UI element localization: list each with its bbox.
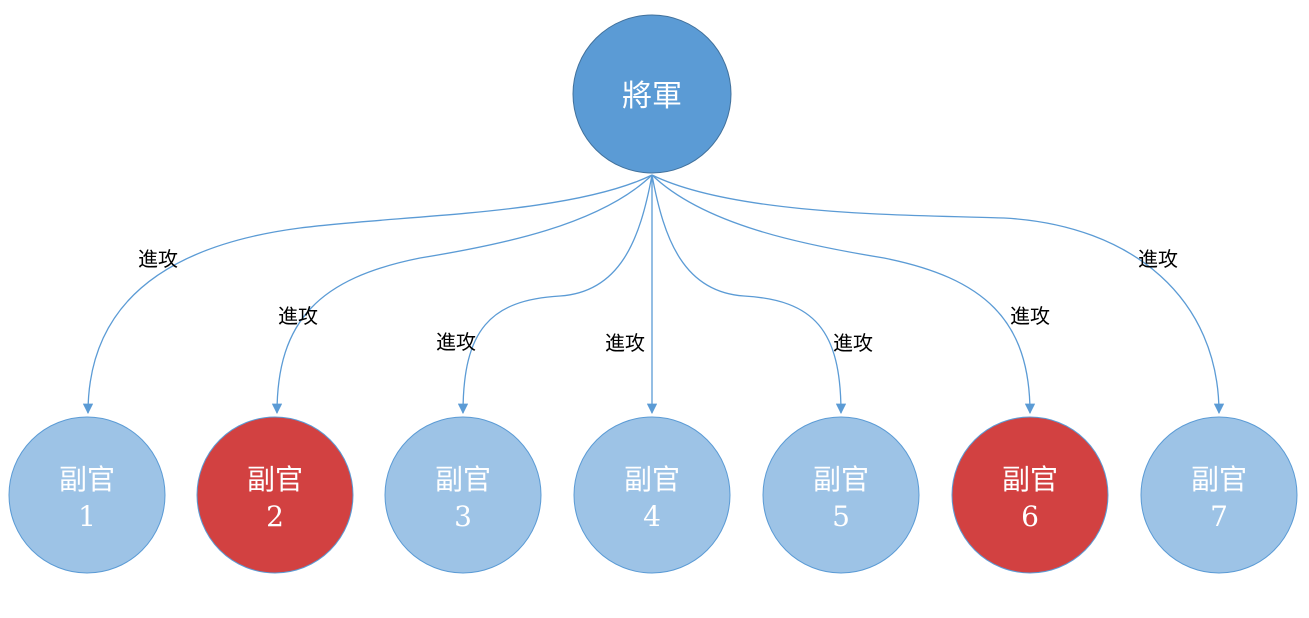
officer-circle-2 [196, 416, 354, 574]
general-circle [572, 14, 732, 174]
edge-label-2: 進攻 [278, 304, 318, 328]
officer-node-2: 副官 2 [196, 416, 354, 574]
officer-node-4: 副官 4 [573, 416, 731, 574]
officer-title-4: 副官 [624, 463, 680, 496]
officer-circle-5 [762, 416, 920, 574]
edge-labels: 進攻 進攻 進攻 進攻 進攻 進攻 進攻 [138, 247, 1178, 355]
officer-number-3: 3 [454, 500, 472, 533]
officer-title-3: 副官 [435, 463, 491, 496]
edge-to-officer-6 [651, 174, 1036, 415]
general-node: 將軍 [572, 14, 732, 174]
edge-label-5: 進攻 [833, 331, 873, 355]
officer-number-6: 6 [1021, 500, 1039, 533]
officer-circle-7 [1140, 416, 1298, 574]
officer-title-6: 副官 [1002, 463, 1058, 496]
officer-title-7: 副官 [1191, 463, 1247, 496]
edge-label-3: 進攻 [436, 330, 476, 354]
edge-to-officer-3 [457, 174, 653, 415]
officer-node-6: 副官 6 [951, 416, 1109, 574]
edge-to-officer-7 [651, 174, 1225, 415]
officer-circle-3 [384, 416, 542, 574]
edge-to-officer-2 [271, 174, 653, 415]
officer-title-2: 副官 [247, 463, 303, 496]
officer-circle-1 [8, 416, 166, 574]
officer-number-7: 7 [1210, 500, 1228, 533]
officer-number-4: 4 [643, 500, 661, 533]
edge-label-7: 進攻 [1138, 247, 1178, 271]
officer-node-3: 副官 3 [384, 416, 542, 574]
edge-label-1: 進攻 [138, 247, 178, 271]
officer-circle-6 [951, 416, 1109, 574]
edges-layer [82, 174, 1225, 415]
officer-node-5: 副官 5 [762, 416, 920, 574]
officer-number-1: 1 [78, 500, 96, 533]
officer-title-1: 副官 [59, 463, 115, 496]
officers-layer: 副官 1 副官 2 副官 3 副官 4 副官 5 副官 6 [8, 416, 1298, 574]
edge-to-officer-5 [651, 174, 847, 415]
officer-number-2: 2 [266, 500, 284, 533]
officer-node-7: 副官 7 [1140, 416, 1298, 574]
edge-label-6: 進攻 [1010, 304, 1050, 328]
officer-circle-4 [573, 416, 731, 574]
general-label: 將軍 [622, 79, 682, 114]
edge-to-officer-1 [82, 174, 653, 415]
officer-title-5: 副官 [813, 463, 869, 496]
officer-number-5: 5 [832, 500, 850, 533]
edge-label-4: 進攻 [605, 331, 645, 355]
officer-node-1: 副官 1 [8, 416, 166, 574]
